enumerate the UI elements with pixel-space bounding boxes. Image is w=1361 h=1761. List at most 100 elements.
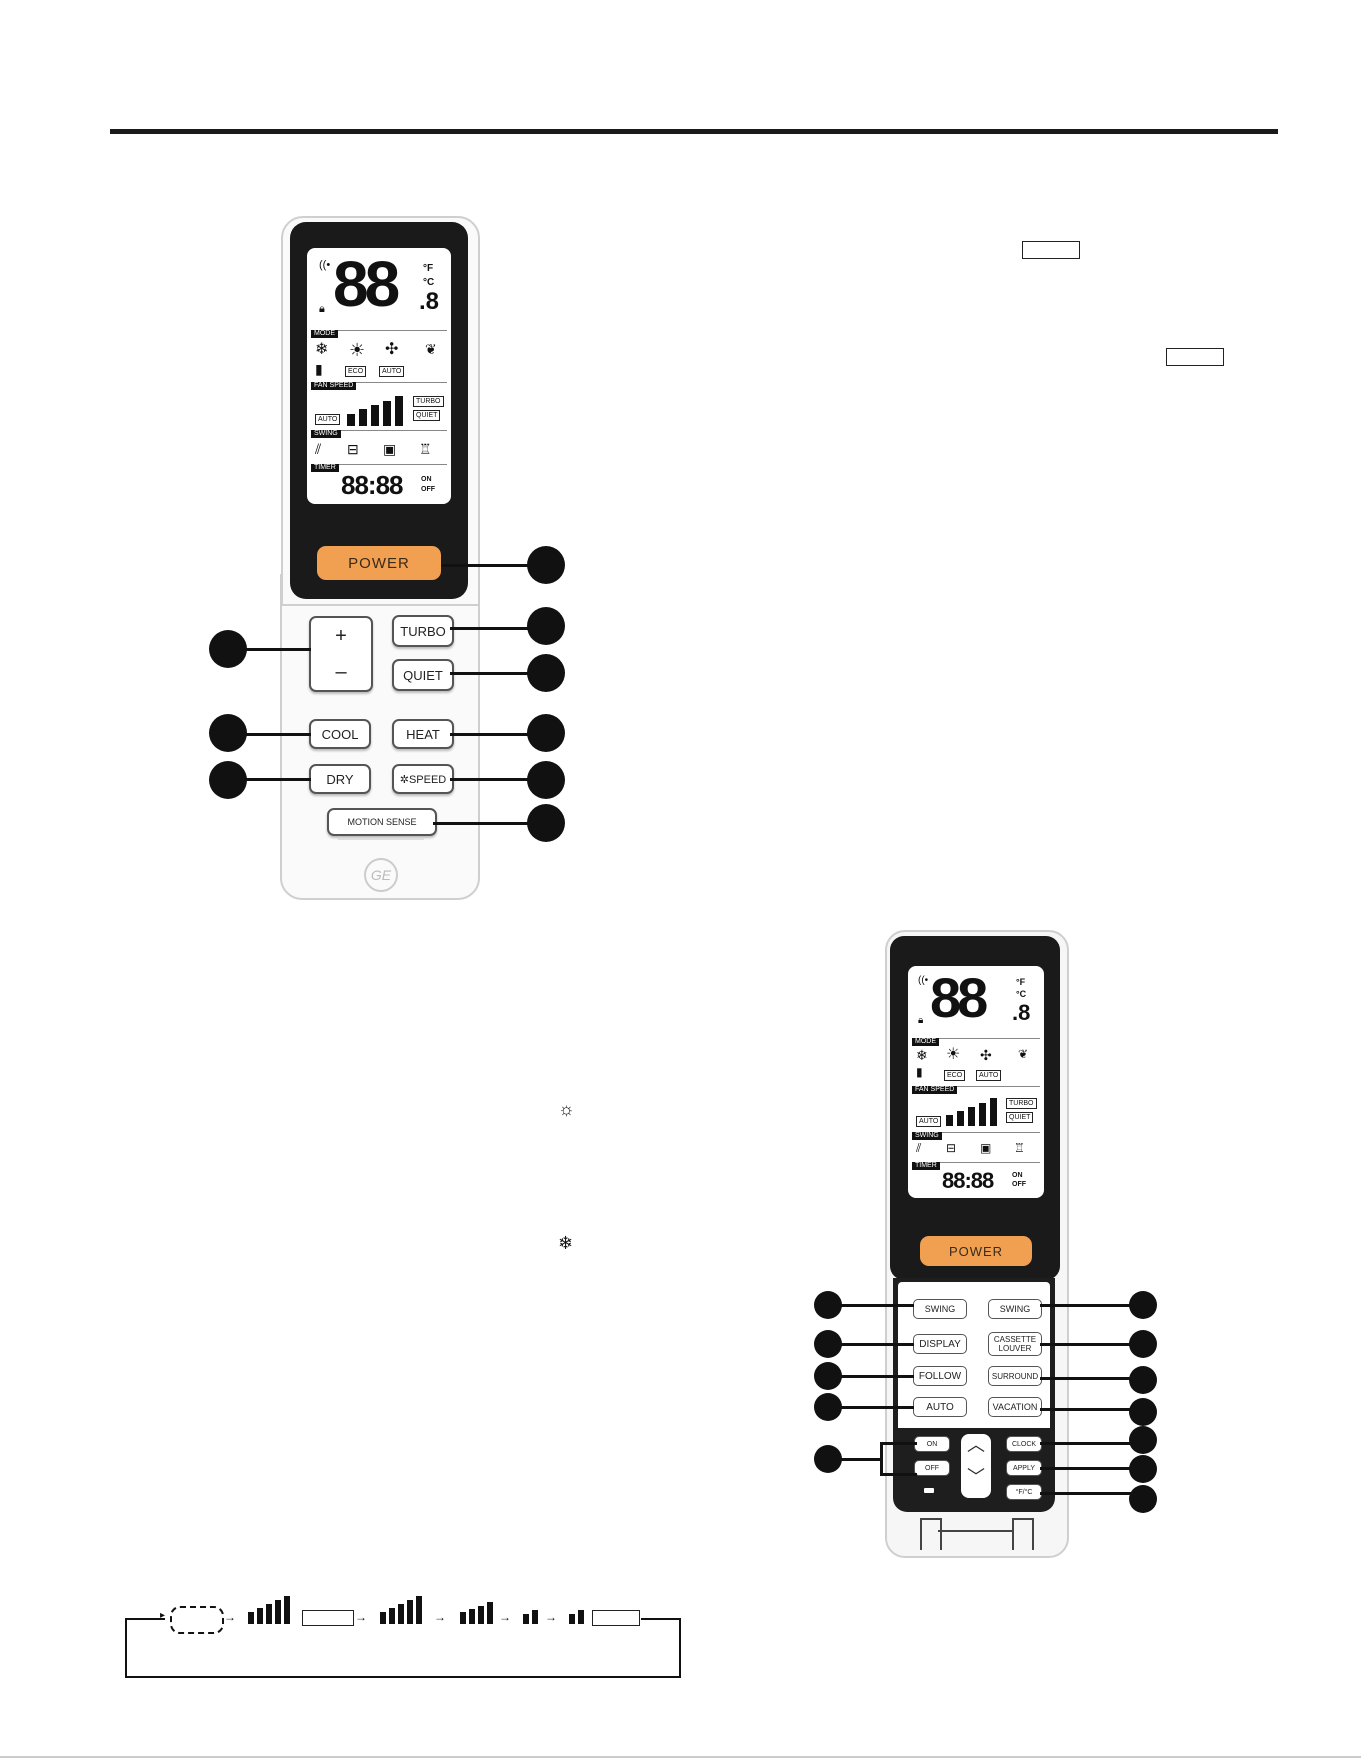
- cassette-icon: ▣: [383, 441, 397, 457]
- f-c-button[interactable]: °F/°C: [1006, 1484, 1042, 1500]
- plus-label: +: [335, 624, 347, 647]
- eco-box: ECO: [345, 366, 367, 377]
- swing-h-button[interactable]: SWING: [913, 1299, 967, 1319]
- chevron-down-icon: ﹀: [967, 1467, 985, 1487]
- leader-power: [441, 564, 529, 567]
- cycle-auto-dashed: [170, 1606, 224, 1634]
- up-down-rocker[interactable]: ︿ ﹀: [961, 1434, 991, 1498]
- callout-swing-v: [1129, 1291, 1157, 1319]
- leader-auto: [840, 1406, 914, 1409]
- cassette-louver-button[interactable]: CASSETTE LOUVER: [988, 1332, 1042, 1356]
- sun-icon: ☀: [946, 1046, 961, 1063]
- auto-mode-box: AUTO: [379, 366, 405, 377]
- callout-dry: [209, 761, 247, 799]
- timer-on-button[interactable]: ON: [914, 1436, 950, 1452]
- timer-label: TIMER: [311, 464, 339, 472]
- timer-on: ON: [421, 476, 432, 483]
- turbo-button[interactable]: TURBO: [392, 615, 454, 647]
- top-rule: [110, 129, 1278, 134]
- chevron-up-icon: ︿: [967, 1435, 985, 1455]
- leader-dry: [245, 778, 311, 781]
- arrow-right-icon: →: [499, 1610, 511, 1624]
- cycle-bars-2b: [569, 1610, 587, 1624]
- leader-cassette: [1040, 1343, 1131, 1346]
- leader-turbo: [450, 627, 529, 630]
- snowflake-icon: ❄: [315, 341, 329, 358]
- leaf-icon: ❦: [425, 341, 437, 357]
- temp-decimal: .8: [1012, 1000, 1031, 1025]
- leader-motion: [433, 822, 529, 825]
- motion-sense-button[interactable]: MOTION SENSE: [327, 808, 437, 836]
- fan-speed-label: FAN SPEED: [912, 1086, 958, 1094]
- quiet-box: QUIET: [413, 410, 441, 421]
- remote-2-clip-right: [1012, 1518, 1034, 1550]
- power-button[interactable]: POWER: [317, 546, 441, 580]
- label-box-2: [1166, 348, 1224, 366]
- cycle-box-quiet: [592, 1610, 640, 1626]
- apply-button[interactable]: APPLY: [1006, 1460, 1042, 1476]
- display-button[interactable]: DISPLAY: [913, 1334, 967, 1354]
- leader-vacation: [1040, 1408, 1131, 1411]
- cycle-loop-top-left: [125, 1618, 165, 1620]
- timer-off: OFF: [1012, 1181, 1026, 1188]
- swing-label: SWING: [311, 430, 341, 438]
- remote-1-divider: [338, 838, 424, 840]
- unit-c: °C: [423, 277, 435, 288]
- auto-button[interactable]: AUTO: [913, 1397, 967, 1417]
- callout-heat: [527, 714, 565, 752]
- dry-icon: ▮: [916, 1065, 923, 1079]
- label-box-1: [1022, 241, 1080, 259]
- arrow-right-icon: →: [355, 1610, 367, 1624]
- wifi-icon: ((•: [319, 259, 331, 271]
- surround-button[interactable]: SURROUND: [988, 1366, 1042, 1386]
- follow-button[interactable]: FOLLOW: [913, 1366, 967, 1386]
- minus-label: –: [335, 660, 347, 683]
- fan-auto-box: AUTO: [916, 1116, 942, 1127]
- swing-v-icon: ⫽: [315, 441, 322, 457]
- callout-display: [814, 1330, 842, 1358]
- ge-logo-icon: GE: [364, 858, 398, 892]
- cool-button[interactable]: COOL: [309, 719, 371, 749]
- callout-temp: [209, 630, 247, 668]
- snowflake-icon: ❄: [916, 1047, 928, 1063]
- swing-v-button[interactable]: SWING: [988, 1299, 1042, 1319]
- swing-h-icon: ⊟: [946, 1141, 957, 1155]
- timer-display: 88:88: [341, 470, 403, 500]
- snowflake-icon: ❄: [558, 1233, 574, 1253]
- temp-plus-minus[interactable]: + –: [309, 616, 373, 692]
- heat-button[interactable]: HEAT: [392, 719, 454, 749]
- callout-swing-h: [814, 1291, 842, 1319]
- timer-on: ON: [1012, 1172, 1023, 1179]
- leader-temp: [245, 648, 311, 651]
- callout-apply: [1129, 1455, 1157, 1483]
- cycle-loop: [125, 1618, 681, 1678]
- fan-auto-box: AUTO: [315, 414, 341, 425]
- speed-button[interactable]: ✲SPEED: [392, 764, 454, 794]
- quiet-button[interactable]: QUIET: [392, 659, 454, 691]
- leader-swing-h: [840, 1304, 914, 1307]
- vacation-button[interactable]: VACATION: [988, 1397, 1042, 1417]
- auto-mode-box: AUTO: [976, 1070, 1002, 1081]
- power-button[interactable]: POWER: [920, 1236, 1032, 1266]
- arrow-right-icon: →: [434, 1610, 446, 1624]
- cycle-box-turbo: [302, 1610, 354, 1626]
- dry-button[interactable]: DRY: [309, 764, 371, 794]
- swing-v-icon: ⫽: [916, 1141, 922, 1155]
- leader-clock: [1040, 1442, 1131, 1445]
- leader-swing-v: [1040, 1304, 1131, 1307]
- dry-icon: ▮: [315, 361, 323, 377]
- leader-follow: [840, 1375, 914, 1378]
- leader-heat: [450, 733, 529, 736]
- sun-icon: ☼: [558, 1099, 575, 1119]
- timer-off-button[interactable]: OFF: [914, 1460, 950, 1476]
- cassette-icon: ▣: [980, 1141, 992, 1155]
- remote-1-lcd: ((• 🔒︎ 88 °F °C .8 MODE ❄ ☀ ✣ ❦ ▮ ECO AU…: [307, 248, 451, 504]
- callout-power: [527, 546, 565, 584]
- sun-icon: ☀: [349, 340, 366, 360]
- callout-turbo: [527, 607, 565, 645]
- fan-icon: ✣: [385, 341, 399, 358]
- clock-button[interactable]: CLOCK: [1006, 1436, 1042, 1452]
- timer-off: OFF: [421, 486, 435, 493]
- callout-quiet: [527, 654, 565, 692]
- cycle-bars-5b: [380, 1596, 430, 1624]
